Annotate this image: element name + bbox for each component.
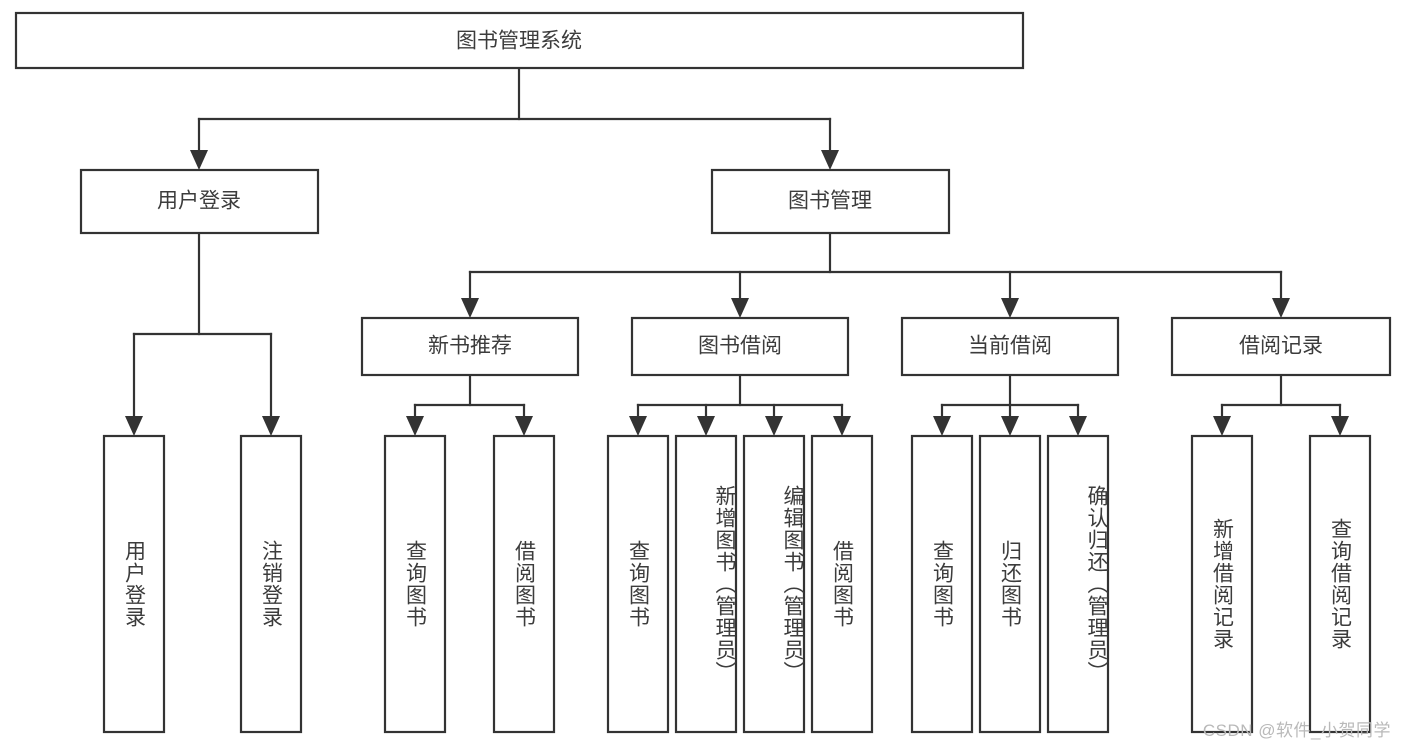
leaf-book-borrow-1[interactable] [674, 434, 738, 734]
arrow-head-nbr-leaf-0 [406, 416, 424, 436]
arrow-head-bb-leaf-3 [833, 416, 851, 436]
arrow-head-user-login [190, 150, 208, 170]
leaf-book-borrow-3[interactable] [810, 434, 874, 734]
arrow-head-cb-leaf-1 [1001, 416, 1019, 436]
arrow-head-br-leaf-1 [1331, 416, 1349, 436]
leaf-current-borrow-1[interactable] [978, 434, 1042, 734]
node-box-group: 图书管理系统 用户登录 图书管理 新书推荐 图书借阅 当前借阅 借阅记录 [14, 11, 1392, 734]
leaf-current-borrow-2[interactable] [1046, 434, 1110, 734]
node-book-management[interactable] [710, 168, 951, 235]
node-borrow-record[interactable] [1170, 316, 1392, 377]
arrow-head-new-book [461, 298, 479, 318]
node-user-login[interactable] [79, 168, 320, 235]
leaf-user-login-1[interactable] [239, 434, 303, 734]
arrow-head-current-borrow [1001, 298, 1019, 318]
leaf-user-login-0[interactable] [102, 434, 166, 734]
arrow-head-nbr-leaf-1 [515, 416, 533, 436]
node-borrow-record-label: 借阅记录 [1239, 335, 1323, 358]
leaf-new-book-recommend-1[interactable] [492, 434, 556, 734]
node-book-borrow[interactable] [630, 316, 850, 377]
node-book-borrow-label: 图书借阅 [698, 335, 782, 358]
arrow-head-bb-leaf-2 [765, 416, 783, 436]
arrow-head-cb-leaf-0 [933, 416, 951, 436]
connector-group [125, 66, 1349, 436]
node-new-book-recommend-label: 新书推荐 [428, 335, 512, 358]
leaf-current-borrow-0[interactable] [910, 434, 974, 734]
node-root[interactable] [14, 11, 1025, 70]
arrow-head-br-leaf-0 [1213, 416, 1231, 436]
node-root-label: 图书管理系统 [456, 30, 582, 53]
arrow-head-cb-leaf-2 [1069, 416, 1087, 436]
node-user-login-label: 用户登录 [157, 190, 241, 213]
arrow-head-bb-leaf-1 [697, 416, 715, 436]
node-current-borrow-label: 当前借阅 [968, 335, 1052, 358]
arrow-head-bb-leaf-0 [629, 416, 647, 436]
node-book-management-label: 图书管理 [788, 190, 872, 213]
leaf-borrow-record-0[interactable] [1190, 434, 1254, 734]
arrow-head-leaf-logout [262, 416, 280, 436]
leaf-book-borrow-0[interactable] [606, 434, 670, 734]
leaf-borrow-record-1[interactable] [1308, 434, 1372, 734]
arrow-head-book-mgmt [821, 150, 839, 170]
node-current-borrow[interactable] [900, 316, 1120, 377]
arrow-head-book-borrow [731, 298, 749, 318]
csdn-watermark: CSDN @软件_小贺同学 [1202, 721, 1391, 740]
arrow-head-leaf-user-login [125, 416, 143, 436]
leaf-new-book-recommend-0[interactable] [383, 434, 447, 734]
leaf-book-borrow-2[interactable] [742, 434, 806, 734]
node-new-book-recommend[interactable] [360, 316, 580, 377]
arrow-head-borrow-record [1272, 298, 1290, 318]
